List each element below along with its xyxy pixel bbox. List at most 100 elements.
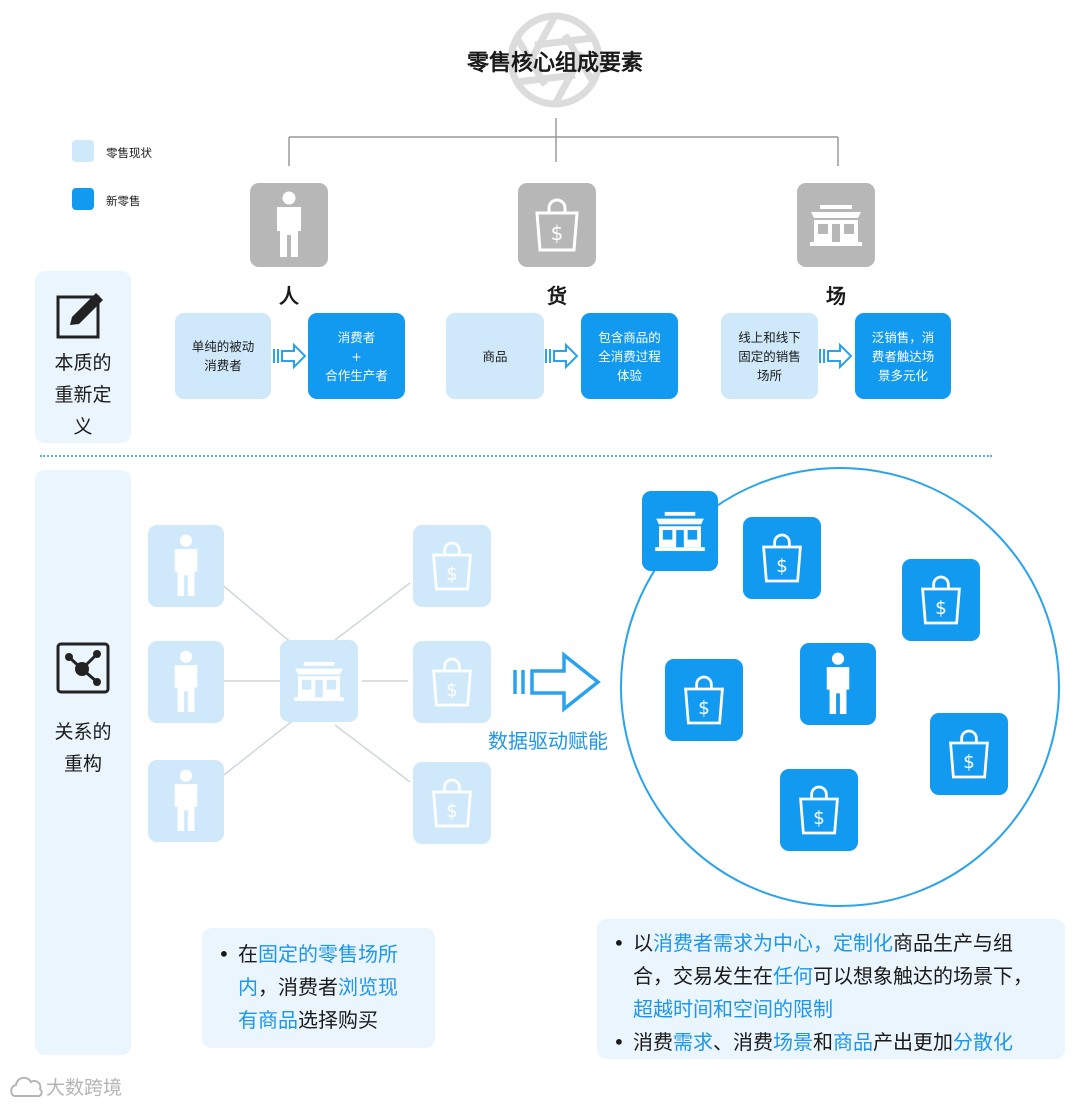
person-icon [277,191,301,257]
network-person-tile [148,525,224,607]
shopping-bag-icon: $ [432,778,472,828]
watermark-logo: 大数跨境 [8,1073,122,1100]
category-label-place: 场 [826,284,846,308]
current-state-person-box: 单纯的被动消费者 [175,313,271,399]
svg-text:$: $ [446,801,458,822]
person-icon [826,652,850,714]
highlight-text: 需求 [673,1030,713,1054]
redefinition-label-line: 重新定 [54,384,112,406]
svg-text:$: $ [776,556,788,577]
category-label-person: 人 [279,284,299,308]
box-line: 合作生产者 [325,367,388,383]
edit-pencil-icon [56,293,103,339]
highlight-text: 商品 [833,1030,873,1054]
svg-text:$: $ [446,564,458,585]
legend-swatch-new [72,188,94,210]
svg-text:$: $ [963,752,975,773]
network-node-icon [56,642,110,694]
box-line: 消费者 [204,358,242,373]
legend-label-new: 新零售 [106,194,141,208]
note-text: 在 [238,942,258,966]
category-label-goods: 货 [547,284,567,308]
transition-arrow-icon [273,342,307,370]
box-line: 全消费过程 [598,348,661,364]
transition-arrow-icon [545,342,579,370]
hub-network-lines [219,582,411,783]
shopping-bag-icon: $ [762,533,802,583]
highlight-text: 浏览现 [338,975,398,999]
cloud-logo-icon [10,1076,43,1097]
legend-label-current: 零售现状 [106,146,152,160]
storefront-icon [810,205,862,246]
note-text: 和 [813,1030,833,1054]
new-retail-person-box: 消费者+合作生产者 [308,313,405,399]
category-person-tile [250,183,328,267]
note-text: 可以想象触达的场景下， [813,964,1033,988]
storefront-icon [294,661,344,702]
network-person-tile [148,760,224,842]
title-logo-mark [507,12,603,108]
shopping-bag-icon: $ [949,729,989,779]
note-bullet: 消费需求、消费场景和商品产出更加分散化 [611,1026,1059,1059]
svg-text:$: $ [813,808,825,829]
box-line: 固定的销售 [738,348,801,364]
svg-text:$: $ [698,698,710,719]
network-store-hub-tile [280,640,358,722]
watermark-text: 大数跨境 [46,1077,123,1099]
svg-text:$: $ [935,598,947,619]
restructure-side-panel: 关系的 重构 [35,470,131,1055]
box-line: 景多元化 [877,367,928,383]
current-state-goods-box: 商品 [446,313,544,399]
note-text: 消费 [633,1030,673,1054]
highlight-text: 消费者需求为中心，定制化 [653,931,893,955]
new-retail-note: 以消费者需求为中心，定制化商品生产与组合，交易发生在任何可以想象触达的场景下，超… [597,919,1065,1059]
highlight-text: 超越时间和空间的限制 [633,997,833,1021]
legend-swatch-current [72,140,94,162]
restructure-label: 关系的 重构 [35,716,131,780]
ecosystem-goods-tile: $ [902,559,980,641]
note-text: 产出更加 [873,1030,953,1054]
note-text: 合，交易发生在 [633,964,773,988]
current-state-place-box: 线上和线下固定的销售场所 [721,313,818,399]
note-text: 、消费 [713,1030,773,1054]
person-icon [174,769,198,831]
network-goods-tile: $ [413,641,491,723]
highlight-text: 分散化 [953,1030,1013,1054]
box-line: 泛销售，消 [871,329,935,345]
data-driven-label: 数据驱动赋能 [488,729,608,753]
box-line: 体验 [616,367,642,383]
storefront-icon [655,511,705,552]
shopping-bag-icon: $ [432,657,472,707]
category-place-tile [797,183,875,267]
restructure-label-line: 关系的 [54,721,112,743]
redefinition-label-line: 义 [73,416,93,438]
shopping-bag-icon: $ [535,198,579,252]
new-retail-goods-box: 包含商品的全消费过程体验 [581,313,678,399]
box-line: 场所 [756,367,782,383]
redefinition-side-panel: 本质的 重新定 义 [35,271,131,443]
network-goods-tile: $ [413,525,491,607]
shopping-bag-icon: $ [684,675,724,725]
diagram-title: 零售核心组成要素 [466,50,643,76]
note-text: 商品生产与组 [893,931,1013,955]
svg-text:$: $ [446,680,458,701]
new-retail-place-box: 泛销售，消费者触达场景多元化 [855,313,951,399]
ecosystem-goods-tile: $ [930,713,1008,795]
redefinition-label-line: 本质的 [54,352,112,374]
shopping-bag-icon: $ [432,541,472,591]
highlight-text: 固定的零售场所 [258,942,398,966]
person-icon [174,534,198,596]
tree-connector [288,118,839,166]
shopping-bag-icon: $ [799,785,839,835]
restructure-label-line: 重构 [63,753,102,775]
ecosystem-goods-tile: $ [665,659,743,741]
note-text: 以 [633,931,653,955]
network-person-tile [148,641,224,723]
category-goods-tile: $ [518,183,596,267]
ecosystem-person-tile [800,643,876,725]
box-line: 费者触达场 [871,348,935,364]
box-line: + [351,348,362,364]
box-line: 包含商品的 [598,329,661,345]
shopping-bag-icon: $ [921,575,961,625]
